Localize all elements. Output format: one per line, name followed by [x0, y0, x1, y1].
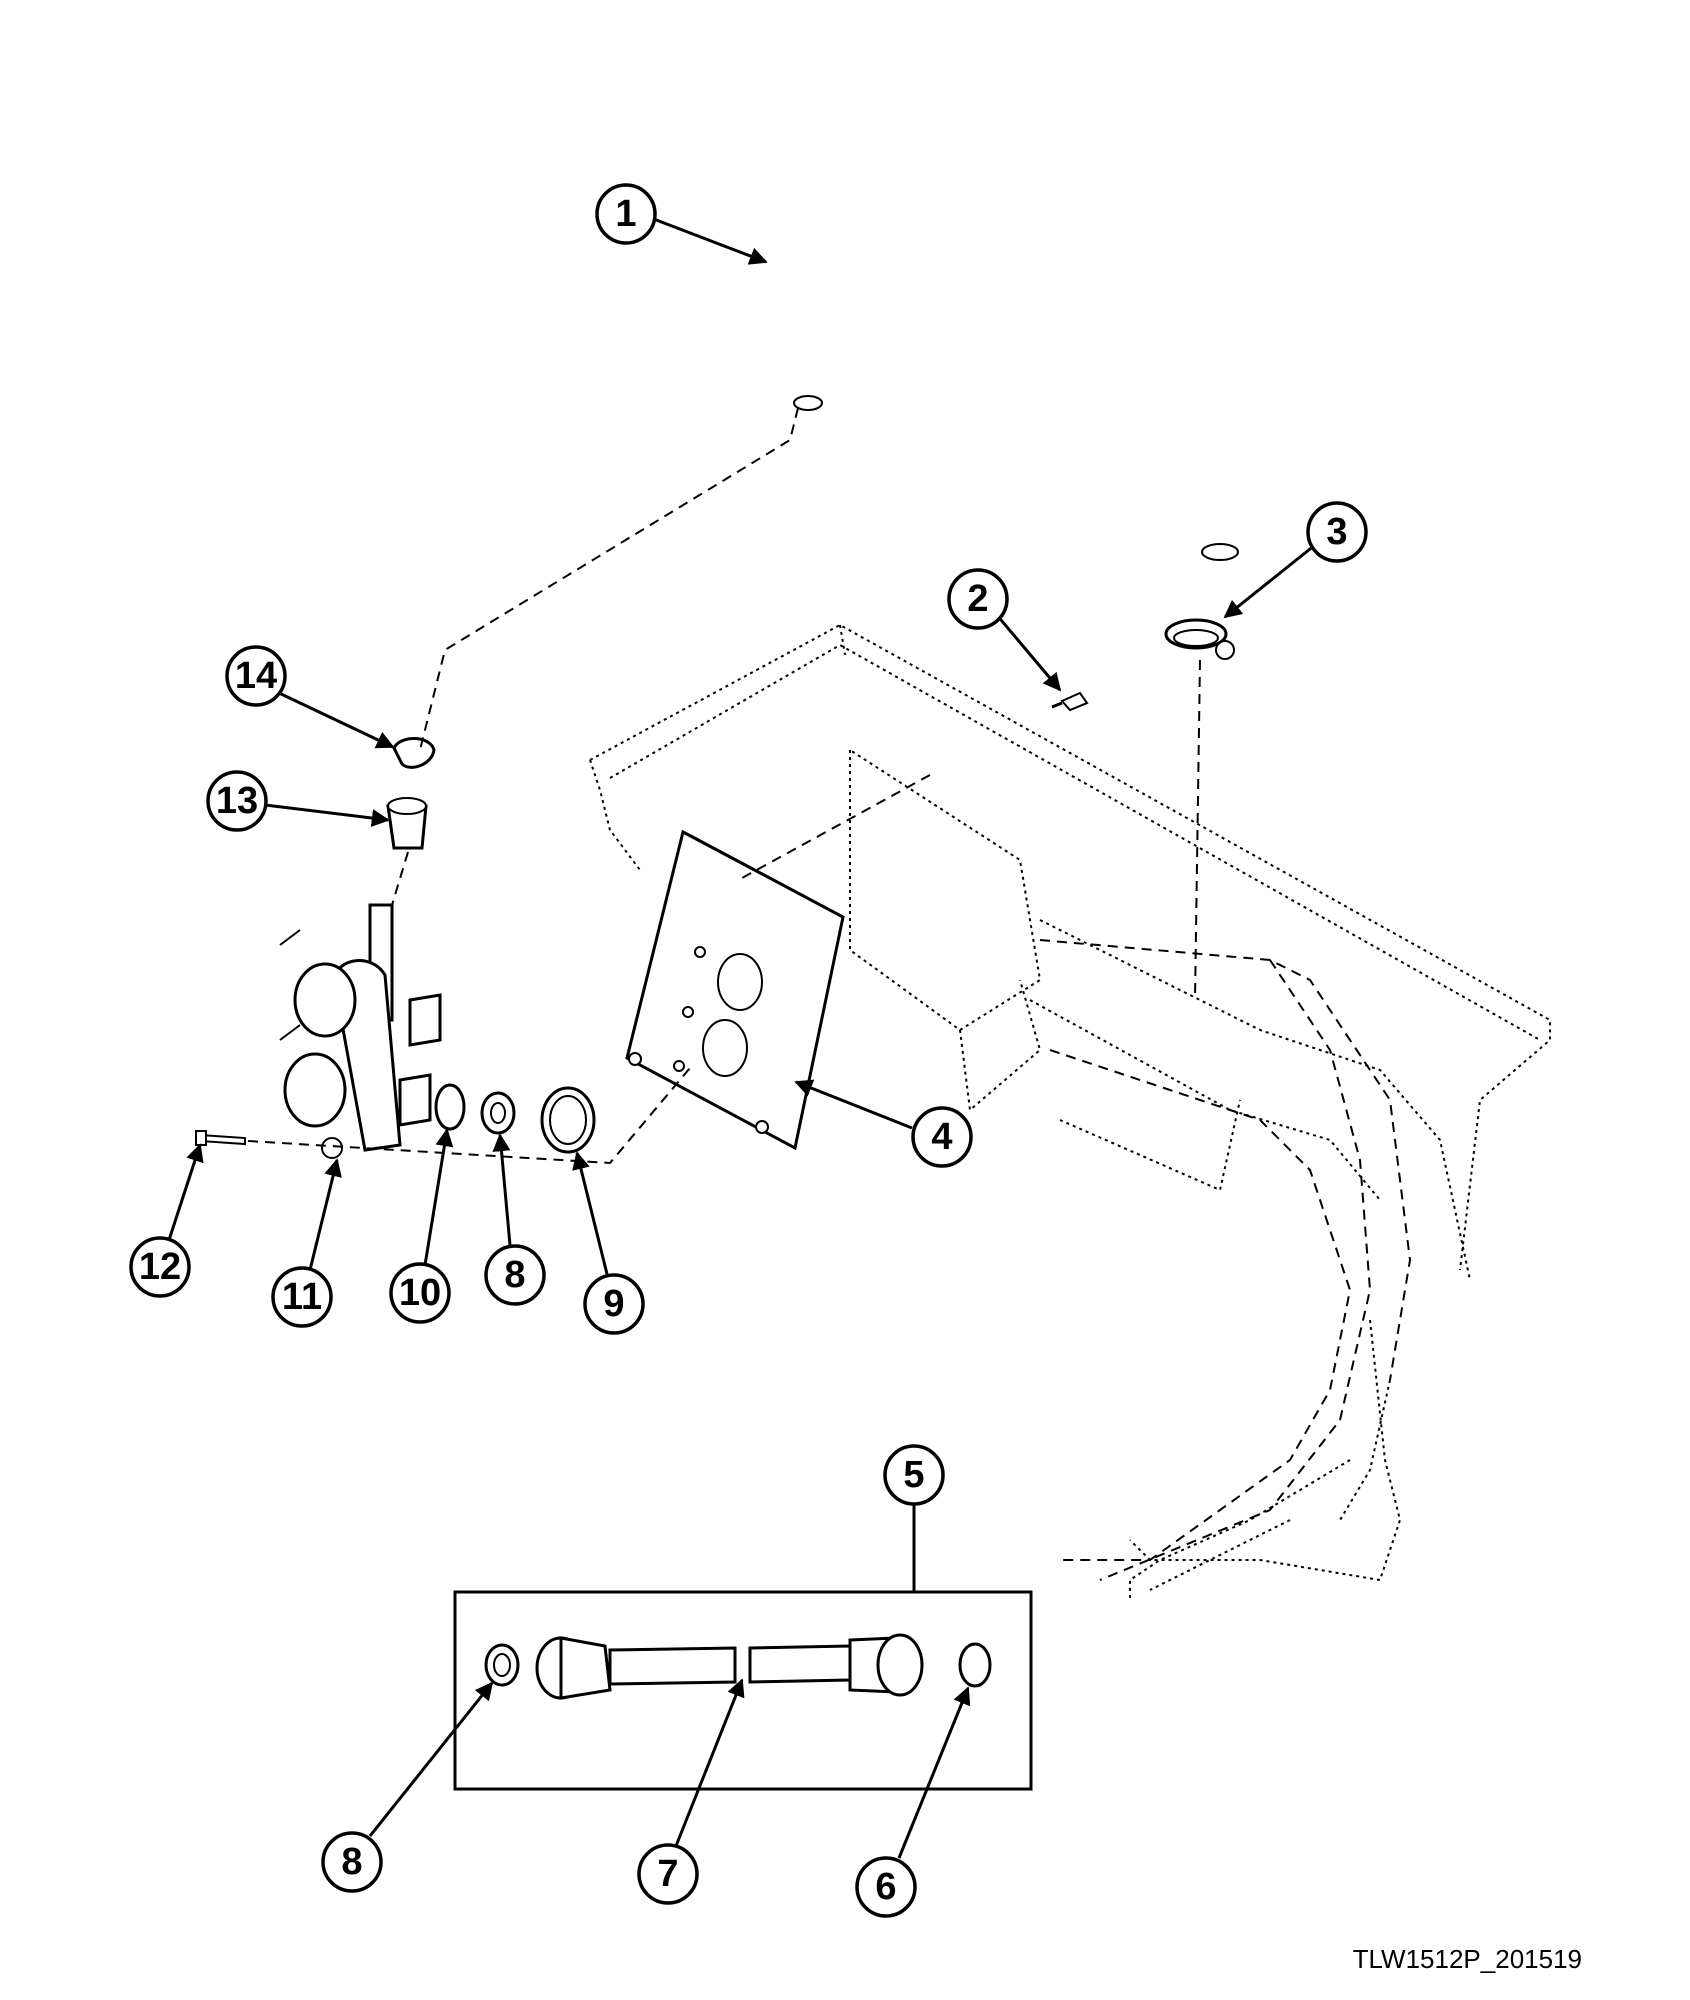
hose-nut: [540, 1086, 596, 1154]
callout-6[interactable]: 6: [855, 1686, 971, 1918]
callout-5[interactable]: 5: [883, 1444, 945, 1592]
callout-12[interactable]: 12: [129, 1143, 204, 1298]
assembly-lines: [247, 407, 1201, 1165]
callout-11[interactable]: 11: [271, 1158, 342, 1328]
callout-label: 13: [216, 780, 258, 822]
callout-label: 9: [603, 1283, 624, 1325]
callout-1[interactable]: 1: [595, 183, 768, 265]
callout-14[interactable]: 14: [225, 645, 395, 749]
cabinet-outline: [589, 623, 1551, 1600]
callout-4[interactable]: 4: [794, 1079, 973, 1168]
valve-screw: [195, 1130, 246, 1146]
screw: [1051, 691, 1089, 712]
callout-label: 6: [875, 1866, 896, 1908]
small-clamp: [392, 737, 436, 769]
callout-label: 3: [1326, 511, 1347, 553]
reference-code: TLW1512P_201519: [1352, 1944, 1582, 1974]
callout-8-valve[interactable]: 8: [484, 1133, 546, 1306]
callout-label: 8: [341, 1841, 362, 1883]
inlet-hose-assembly: [453, 1590, 1033, 1791]
callout-3[interactable]: 3: [1223, 501, 1368, 619]
hose-clamp-large: [1164, 618, 1235, 660]
callout-label: 8: [504, 1254, 525, 1296]
callout-label: 12: [139, 1246, 181, 1288]
water-valve: [279, 903, 442, 1159]
callouts: 1 2 3 4 5 6 7: [129, 183, 1368, 1918]
callout-2[interactable]: 2: [947, 568, 1062, 692]
callout-label: 7: [657, 1853, 678, 1895]
callout-label: 10: [399, 1272, 441, 1314]
fill-hose: [719, 191, 1239, 562]
callout-10[interactable]: 10: [389, 1128, 454, 1324]
washer: [480, 1091, 516, 1135]
hose-coupling: [386, 797, 428, 850]
callout-13[interactable]: 13: [206, 770, 390, 832]
mounting-plate: [625, 829, 845, 1151]
callout-label: 2: [967, 578, 988, 620]
callout-8-hose[interactable]: 8: [321, 1681, 494, 1893]
callout-label: 11: [282, 1276, 322, 1318]
callout-9[interactable]: 9: [572, 1151, 645, 1335]
callout-label: 14: [235, 655, 277, 697]
callout-7[interactable]: 7: [637, 1678, 745, 1905]
callout-label: 5: [903, 1454, 924, 1496]
filter-screen: [434, 1083, 466, 1131]
callout-label: 1: [615, 193, 636, 235]
callout-label: 4: [931, 1116, 952, 1158]
